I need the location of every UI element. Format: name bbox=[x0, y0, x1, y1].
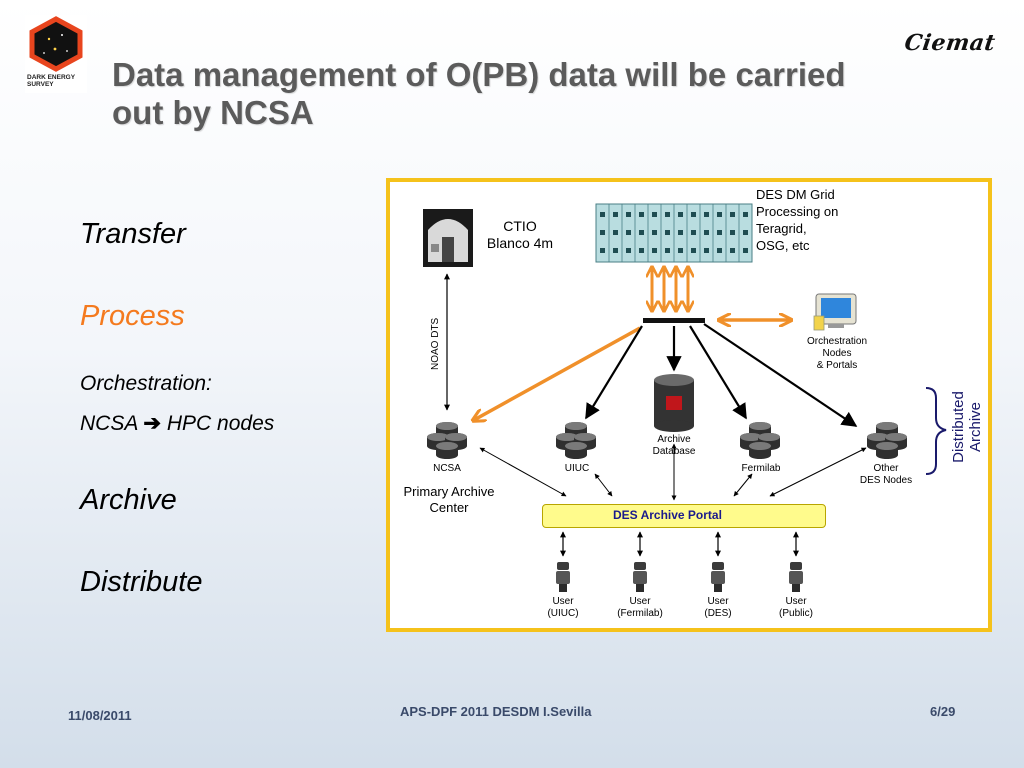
footer-date: 11/08/2011 bbox=[68, 708, 132, 723]
footer-center: APS-DPF 2011 DESDM I.Sevilla bbox=[400, 704, 592, 719]
archive-portal-label: DES Archive Portal bbox=[613, 508, 722, 522]
des-hexagon-icon bbox=[29, 16, 83, 72]
bullet-ncsa-text: NCSA bbox=[80, 412, 138, 435]
grid-label: DES DM Grid Processing on Teragrid, OSG,… bbox=[756, 187, 839, 253]
architecture-diagram: CTIO Blanco 4m DES DM Grid Processing on… bbox=[386, 178, 992, 632]
uiuc-server-icon bbox=[556, 422, 596, 459]
grid-rack-icon bbox=[595, 203, 753, 263]
hub-arrows bbox=[585, 323, 858, 427]
ncsa-label: NCSA bbox=[433, 463, 461, 474]
user-icon-uiuc bbox=[556, 562, 570, 592]
ciemat-logo: Ciemat bbox=[887, 30, 1013, 56]
right-arrow-icon: ➔ bbox=[143, 412, 162, 435]
ciemat-logo-text: Ciemat bbox=[902, 30, 998, 56]
bullet-archive: Archive bbox=[80, 484, 177, 516]
user-links bbox=[560, 531, 799, 557]
other-nodes-label: Other DES Nodes bbox=[859, 463, 913, 486]
noao-dts-label: NOAO DTS bbox=[430, 317, 441, 370]
ctio-label: CTIO Blanco 4m bbox=[486, 218, 554, 251]
bullet-process: Process bbox=[80, 300, 185, 332]
ncsa-process-arrow bbox=[474, 326, 641, 420]
user-icon-fermilab bbox=[633, 562, 647, 592]
user-icon-public bbox=[789, 562, 803, 592]
des-logo: DARK ENERGY SURVEY bbox=[25, 15, 87, 93]
bullet-hpc-text: HPC nodes bbox=[166, 412, 275, 435]
footer-page-number: 6/29 bbox=[930, 704, 956, 719]
hub-bar bbox=[643, 318, 705, 323]
user-uiuc-label: User (UIUC) bbox=[547, 596, 579, 619]
archive-database-icon bbox=[654, 374, 694, 432]
slide-title: Data management of O(PB) data will be ca… bbox=[112, 56, 846, 131]
bullet-orchestration: Orchestration: bbox=[80, 372, 212, 395]
grid-transfer-arrows bbox=[652, 268, 688, 310]
other-nodes-server-icon bbox=[867, 422, 907, 459]
distributed-archive-label: Distributed Archive bbox=[950, 391, 984, 463]
distributed-brace-icon bbox=[925, 387, 947, 475]
primary-archive-label: Primary Archive Center bbox=[403, 484, 495, 515]
user-fermilab-label: User (Fermilab) bbox=[617, 596, 663, 619]
archive-database-label: Archive Database bbox=[652, 434, 696, 457]
bullet-distribute: Distribute bbox=[80, 566, 203, 598]
diagram-graphics bbox=[423, 203, 947, 592]
ctio-telescope-icon bbox=[423, 209, 473, 267]
portal-links bbox=[479, 443, 867, 501]
user-public-label: User (Public) bbox=[779, 596, 813, 619]
bullet-transfer: Transfer bbox=[80, 218, 186, 250]
ncsa-server-icon bbox=[427, 422, 467, 459]
des-logo-text: DARK ENERGY SURVEY bbox=[27, 74, 76, 88]
fermilab-label: Fermilab bbox=[741, 463, 781, 474]
orchestration-label: Orchestration Nodes & Portals bbox=[806, 336, 868, 371]
user-des-label: User (DES) bbox=[704, 596, 732, 619]
bullet-ncsa-hpc: NCSA ➔ HPC nodes bbox=[80, 411, 274, 436]
fermilab-server-icon bbox=[740, 422, 780, 459]
uiuc-label: UIUC bbox=[564, 463, 590, 474]
orchestration-monitor-icon bbox=[813, 293, 857, 331]
archive-portal-box: DES Archive Portal bbox=[542, 504, 826, 528]
user-icon-des bbox=[711, 562, 725, 592]
